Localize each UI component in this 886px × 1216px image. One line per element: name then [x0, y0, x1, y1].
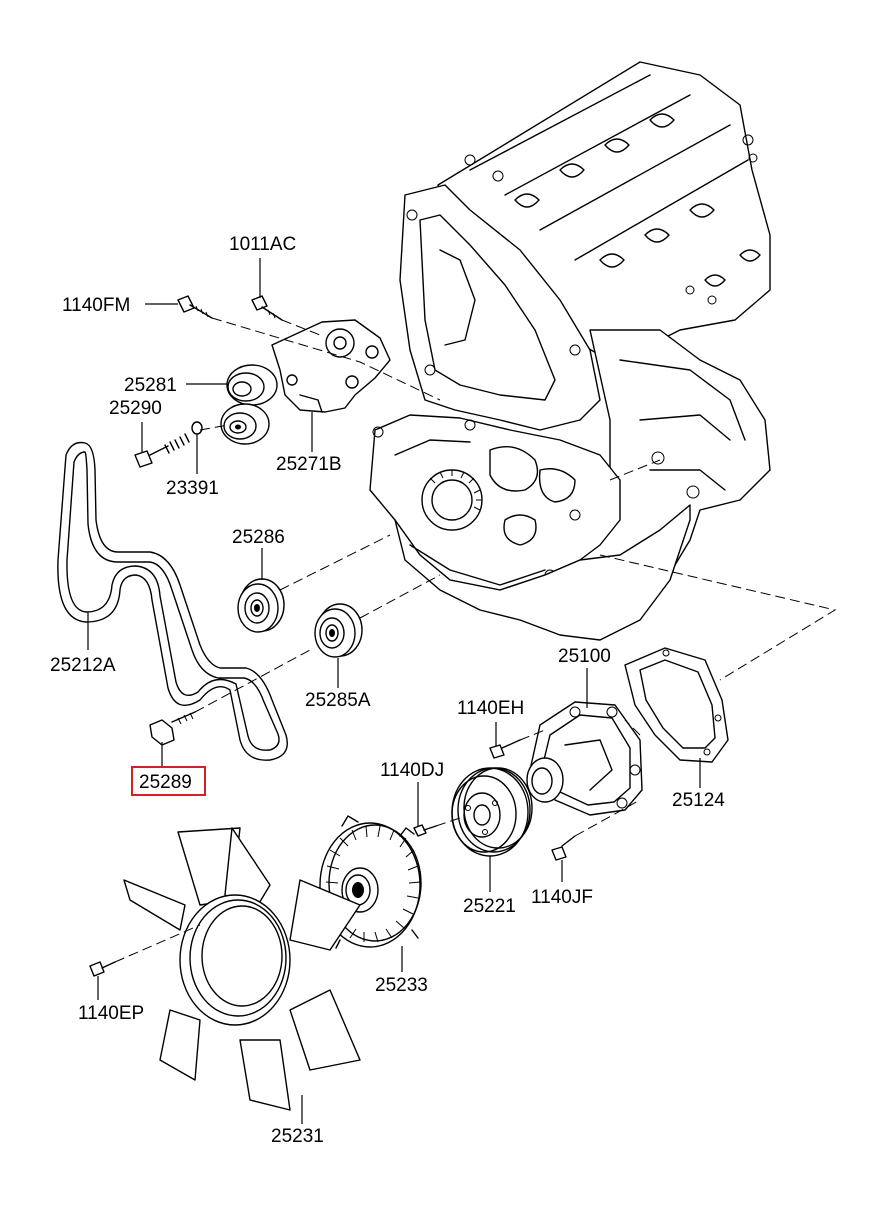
leader-lines [87, 258, 701, 1124]
idler-pulleys [149, 534, 441, 746]
engine-block [369, 61, 771, 641]
part-labels: 1011AC 1140FM 25281 25290 23391 25271B 2… [50, 234, 725, 1147]
label-1011AC[interactable]: 1011AC [229, 234, 296, 255]
cooling-fan [89, 817, 461, 1111]
label-25286[interactable]: 25286 [232, 527, 285, 548]
label-25212A[interactable]: 25212A [50, 655, 116, 676]
label-1140FM[interactable]: 1140FM [62, 295, 130, 316]
label-25231[interactable]: 25231 [271, 1126, 324, 1147]
drive-belt [57, 441, 288, 761]
label-25271B[interactable]: 25271B [276, 454, 342, 475]
water-pump-pulley [413, 767, 533, 857]
label-25221[interactable]: 25221 [463, 896, 516, 917]
label-23391[interactable]: 23391 [166, 478, 219, 499]
label-25290[interactable]: 25290 [109, 398, 162, 419]
label-1140JF[interactable]: 1140JF [531, 887, 593, 908]
label-25233[interactable]: 25233 [375, 975, 428, 996]
label-25124[interactable]: 25124 [672, 790, 725, 811]
label-25289[interactable]: 25289 [139, 772, 192, 793]
label-25100[interactable]: 25100 [558, 646, 611, 667]
highlight-box [131, 766, 206, 796]
label-1140DJ[interactable]: 1140DJ [380, 760, 444, 781]
tensioner-assembly [134, 295, 441, 468]
label-25285A[interactable]: 25285A [305, 690, 371, 711]
label-1140EH[interactable]: 1140EH [457, 698, 524, 719]
label-1140EP[interactable]: 1140EP [78, 1003, 144, 1024]
water-pump [489, 459, 837, 861]
label-25281[interactable]: 25281 [124, 375, 177, 396]
